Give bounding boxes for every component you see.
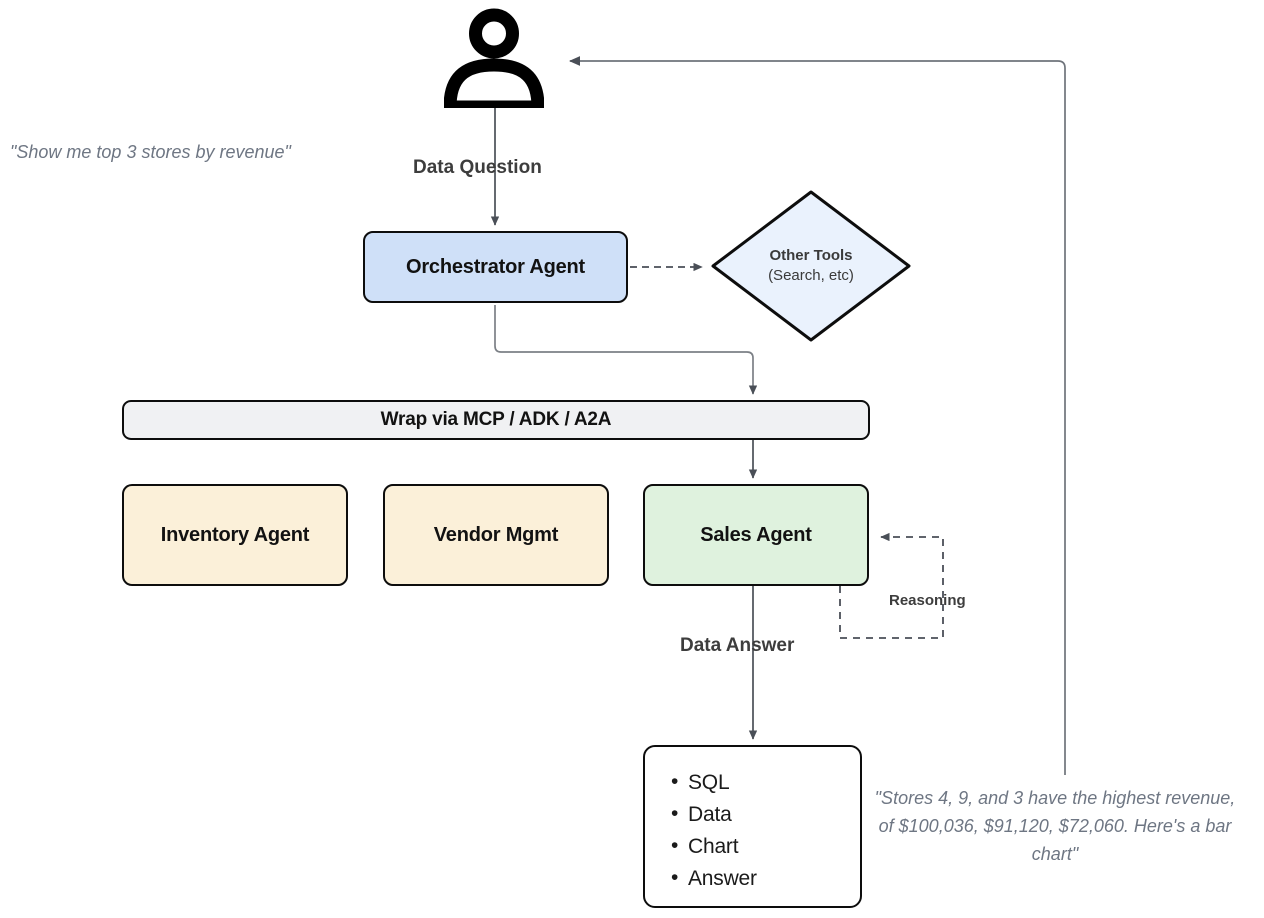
edge-label-data-question: Data Question <box>413 157 542 178</box>
node-other-tools-title: Other Tools <box>769 247 853 265</box>
node-inventory-agent-label: Inventory Agent <box>160 523 310 546</box>
node-sales-agent-label: Sales Agent <box>700 523 812 546</box>
node-mcp-wrapper-bar-label: Wrap via MCP / ADK / A2A <box>380 409 612 430</box>
output-artifact-item: Chart <box>671 830 860 863</box>
node-other-tools[interactable]: Other Tools (Search, etc) <box>709 190 913 342</box>
output-artifact-list: SQLDataChartAnswer <box>645 747 860 895</box>
output-artifact-item: SQL <box>671 766 860 799</box>
node-vendor-mgmt-label: Vendor Mgmt <box>433 523 559 546</box>
node-mcp-wrapper-bar[interactable]: Wrap via MCP / ADK / A2A <box>122 400 870 440</box>
node-orchestrator-agent-label: Orchestrator Agent <box>405 255 586 278</box>
edge-label-data-answer: Data Answer <box>680 635 795 656</box>
node-other-tools-subtitle: (Search, etc) <box>768 267 854 284</box>
result-quote: "Stores 4, 9, and 3 have the highest rev… <box>874 788 1236 864</box>
person-icon <box>444 8 544 108</box>
edge-label-reasoning: Reasoning <box>889 592 966 609</box>
node-other-tools-text: Other Tools (Search, etc) <box>709 190 913 342</box>
output-artifact-item: Answer <box>671 862 860 895</box>
node-orchestrator-agent[interactable]: Orchestrator Agent <box>363 231 628 303</box>
node-vendor-mgmt[interactable]: Vendor Mgmt <box>383 484 609 586</box>
output-artifact-item: Data <box>671 798 860 831</box>
node-sales-agent[interactable]: Sales Agent <box>643 484 869 586</box>
node-output-artifacts[interactable]: SQLDataChartAnswer <box>643 745 862 908</box>
user-question-quote: "Show me top 3 stores by revenue" <box>10 142 291 162</box>
node-inventory-agent[interactable]: Inventory Agent <box>122 484 348 586</box>
